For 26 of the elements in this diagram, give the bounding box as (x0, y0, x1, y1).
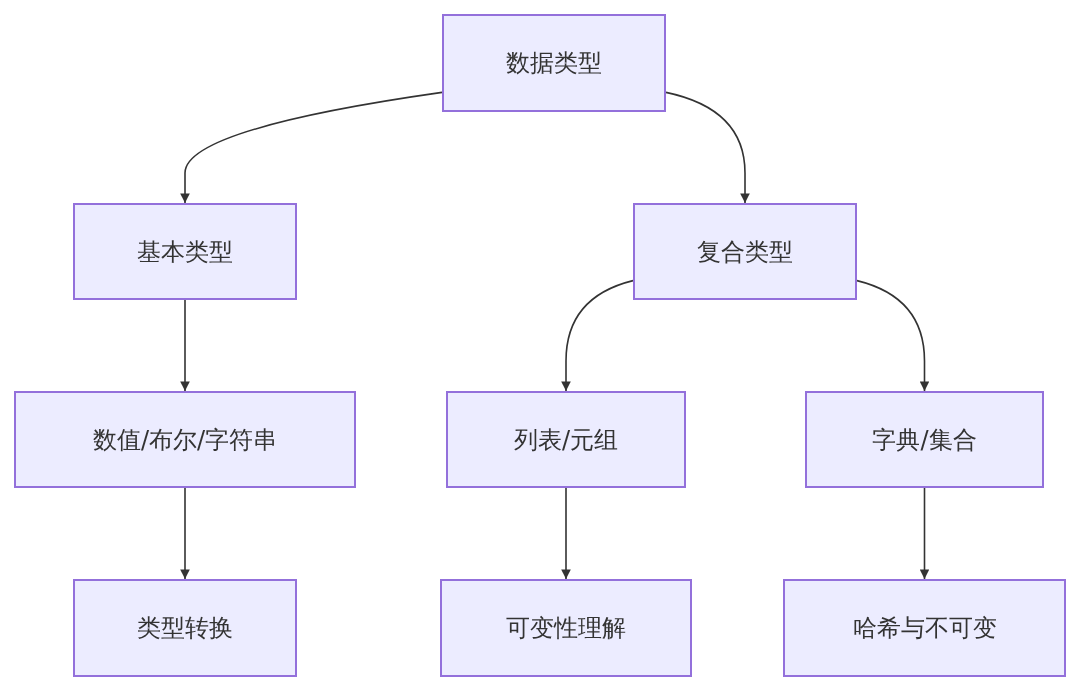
arrow (180, 299, 190, 392)
arrow (919, 487, 930, 580)
node-label: 列表/元组 (513, 424, 619, 456)
node-label: 字典/集合 (872, 424, 977, 456)
node-label: 复合类型 (697, 236, 793, 268)
arrow (180, 91, 443, 204)
arrow (856, 279, 930, 392)
arrow (561, 487, 571, 580)
node-label: 类型转换 (137, 613, 233, 644)
node-label: 可变性理解 (506, 613, 626, 644)
process-box (783, 579, 1066, 677)
arrow (561, 279, 634, 392)
process-box (633, 203, 857, 300)
process-box (14, 391, 356, 488)
process-box (73, 203, 297, 300)
node-label: 哈希与不可变 (852, 613, 997, 644)
arrow (180, 487, 190, 580)
node-label: 数据类型 (506, 48, 602, 79)
process-box (73, 579, 297, 677)
process-box (442, 14, 666, 112)
process-box (805, 391, 1044, 488)
node-label: 基本类型 (137, 236, 233, 268)
process-box (446, 391, 686, 488)
node-label: 数值/布尔/字符串 (92, 424, 278, 456)
process-box (440, 579, 692, 677)
arrow (665, 91, 750, 204)
